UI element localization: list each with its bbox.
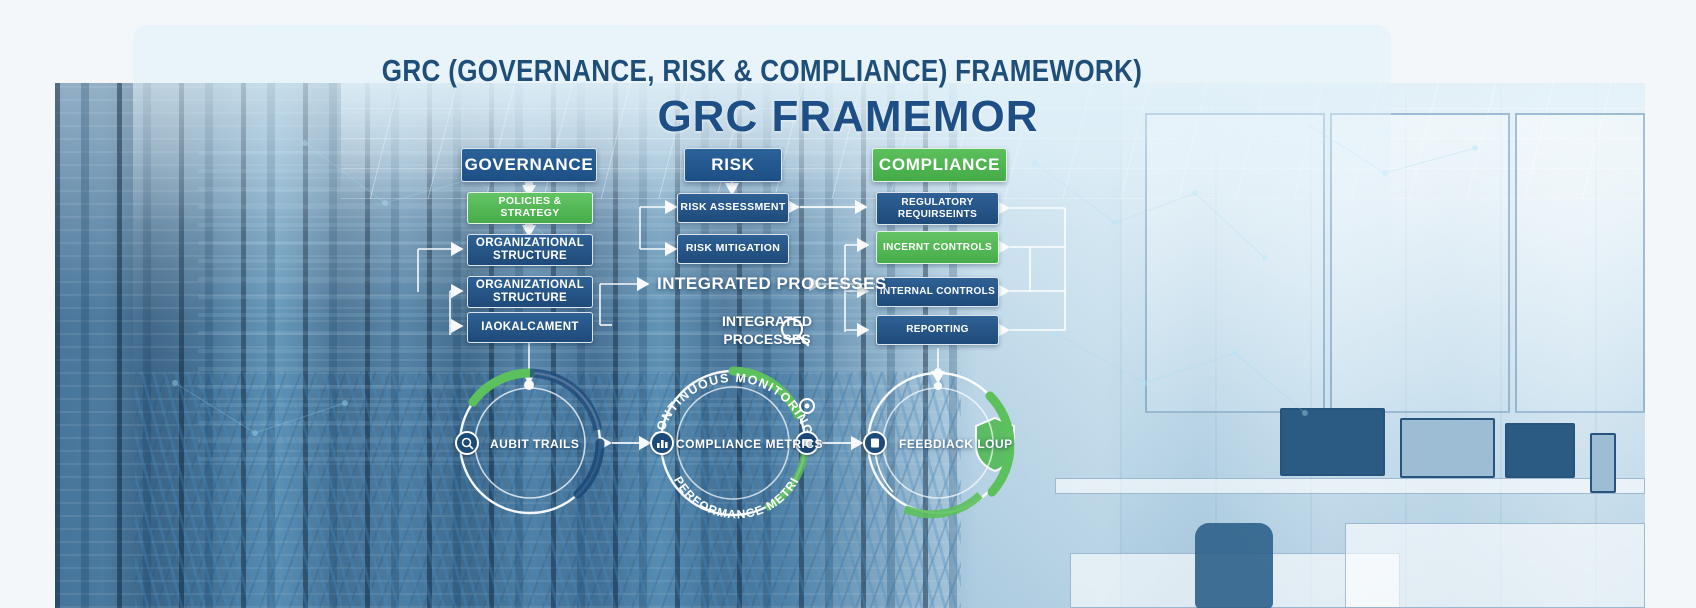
node-internal-controls[interactable]: INTERNAL CONTROLS <box>876 277 999 307</box>
node-policies-strategy[interactable]: POLICIES & STRATEGY <box>467 192 593 224</box>
column-header-risk[interactable]: RISK <box>684 148 782 182</box>
computer-tower <box>1590 433 1616 493</box>
node-risk-mitigation[interactable]: RISK MITIGATION <box>677 234 789 264</box>
office-desk <box>1345 523 1645 608</box>
node-organizational-structure-2[interactable]: ORGANIZATIONAL STRUCTURE <box>467 276 593 308</box>
ring-label-compliance-metrics: COMPLIANCE METRICS <box>676 437 823 451</box>
node-label: ORGANIZATIONAL STRUCTURE <box>475 279 585 304</box>
slide-panel: GRC (GOVERNANCE, RISK & COMPLIANCE) FRAM… <box>133 25 1391 545</box>
computer-monitor <box>1505 423 1575 478</box>
search-icon <box>780 317 810 347</box>
center-sublabel-line1: INTEGRATED <box>722 313 812 329</box>
column-header-compliance[interactable]: COMPLIANCE <box>872 148 1007 182</box>
node-reporting[interactable]: REPORTING <box>876 315 999 345</box>
node-organizational-structure-1[interactable]: ORGANIZATIONAL STRUCTURE <box>467 234 593 266</box>
node-regulatory-requirements[interactable]: REGULATORY REQUIRSEINTS <box>876 192 999 225</box>
center-sublabel-line2: PROCESSES <box>723 330 811 347</box>
document-badge-icon <box>863 431 887 455</box>
computer-monitor <box>1400 418 1495 478</box>
node-iaokalcament[interactable]: IAOKALCAMENT <box>467 312 593 343</box>
page-title: GRC (GOVERNANCE, RISK & COMPLIANCE) FRAM… <box>381 53 1143 88</box>
node-label: REGULATORY REQUIRSEINTS <box>897 197 978 220</box>
column-header-governance[interactable]: GOVERNANCE <box>461 148 597 182</box>
node-risk-assessment[interactable]: RISK ASSESSMENT <box>677 193 789 223</box>
center-label-integrated-processes: INTEGRATED PROCESSES <box>657 274 887 293</box>
monitor-badge-icon <box>795 431 819 455</box>
magnifier-badge-icon <box>455 431 479 455</box>
ring-label-feedback-loop: FEEBDIACK LOUP <box>899 437 1013 451</box>
node-label: ORGANIZATIONAL STRUCTURE <box>475 237 585 262</box>
framework-heading: GRC FRAMEMOR <box>657 92 1039 141</box>
chart-badge-icon <box>650 431 674 455</box>
ring-label-audit-trails: AUBIT TRAILS <box>490 437 580 451</box>
center-sublabel-integrated-processes: INTEGRATED PROCESSES <box>676 313 858 348</box>
svg-text:CONTINUOUS MONITORING: CONTINUOUS MONITORING <box>650 371 815 443</box>
node-incernt-controls[interactable]: INCERNT CONTROLS <box>876 231 999 264</box>
office-window <box>1515 113 1645 413</box>
node-label: INCERNT CONTROLS <box>883 241 992 253</box>
